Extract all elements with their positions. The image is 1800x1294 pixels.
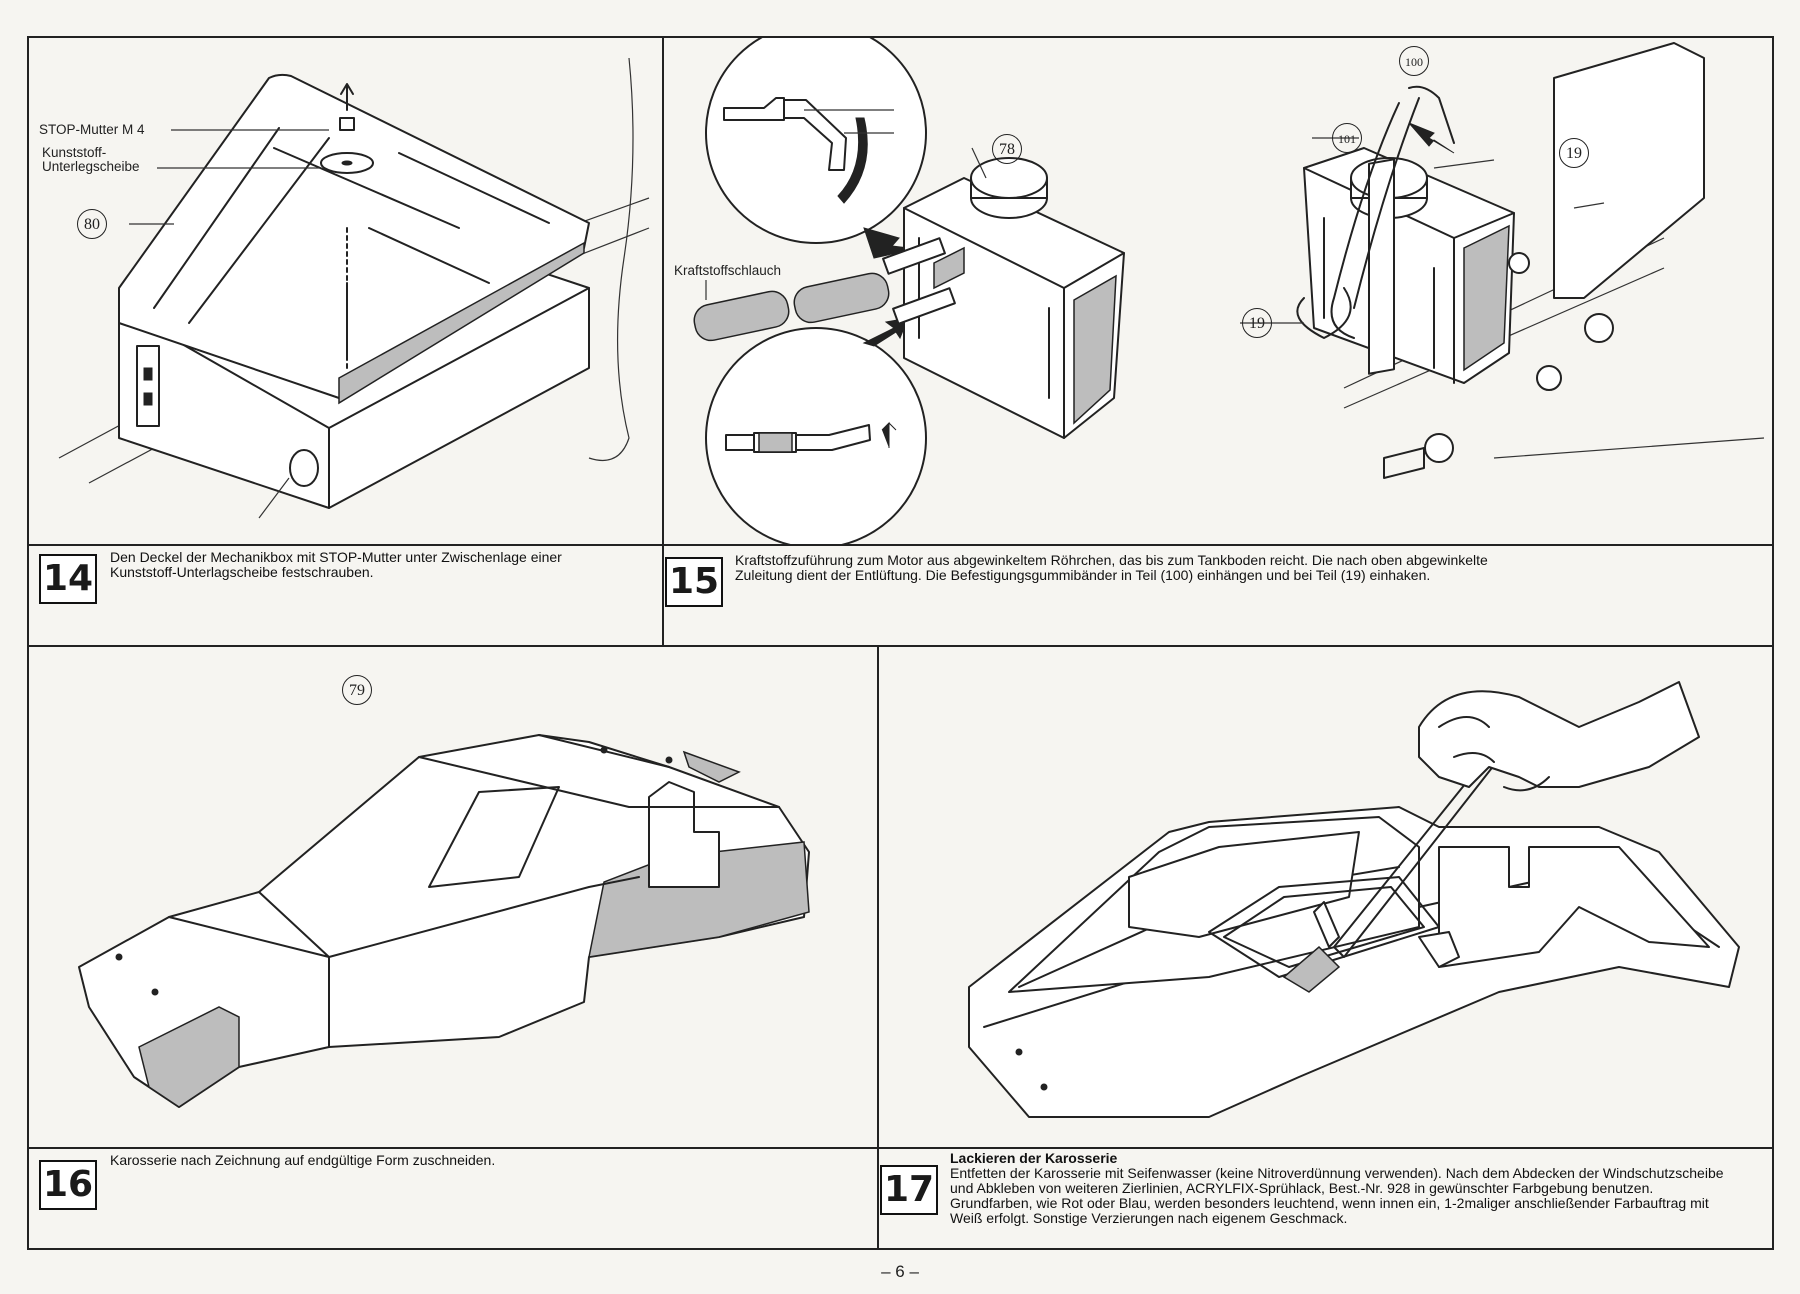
divider-vertical-top <box>662 36 664 646</box>
step-16-number: 16 <box>39 1160 97 1210</box>
divider-vertical-bottom <box>877 645 879 1250</box>
step-17-illustration <box>879 647 1772 1147</box>
step-15-caption: Kraftstoffzuführung zum Motor aus abgewi… <box>735 552 1488 583</box>
label-kunststoff-unterlegscheibe: Kunststoff-Unterlegscheibe <box>42 145 140 174</box>
part-19-right: 19 <box>1559 138 1589 168</box>
step-17-caption-body: Entfetten der Karosserie mit Seifenwasse… <box>950 1165 1724 1226</box>
step-17-caption-title: Lackieren der Karosserie <box>950 1150 1118 1166</box>
divider-caption-top <box>27 544 1774 546</box>
page-number: – 6 – <box>881 1262 919 1281</box>
divider-middle <box>27 645 1774 647</box>
divider-caption-bottom <box>27 1147 1774 1149</box>
step-14-number: 14 <box>39 554 97 604</box>
step-14-caption: Den Deckel der Mechanikbox mit STOP-Mutt… <box>110 549 562 580</box>
step-16-illustration: 79 <box>29 647 877 1147</box>
part-19-left: 19 <box>1242 308 1272 338</box>
page-frame <box>27 36 1774 1250</box>
step-14-illustration: STOP-Mutter M 4 Kunststoff-Unterlegschei… <box>29 38 662 544</box>
step-17-caption: Lackieren der Karosserie Entfetten der K… <box>950 1151 1730 1226</box>
part-101: 101 <box>1332 123 1362 153</box>
part-79: 79 <box>342 675 372 705</box>
step-17-number: 17 <box>880 1165 938 1215</box>
label-kraftstoffschlauch: Kraftstoffschlauch <box>674 263 782 278</box>
label-stop-mutter: STOP-Mutter M 4 <box>39 122 145 137</box>
part-80: 80 <box>77 209 107 239</box>
step-16-caption: Karosserie nach Zeichnung auf endgültige… <box>110 1152 496 1168</box>
step-15-number: 15 <box>665 557 723 607</box>
part-100: 100 <box>1399 46 1429 76</box>
step-15-illustration: Kraftstoffschlauch 78 100 101 19 19 <box>664 38 1772 544</box>
part-78: 78 <box>992 134 1022 164</box>
